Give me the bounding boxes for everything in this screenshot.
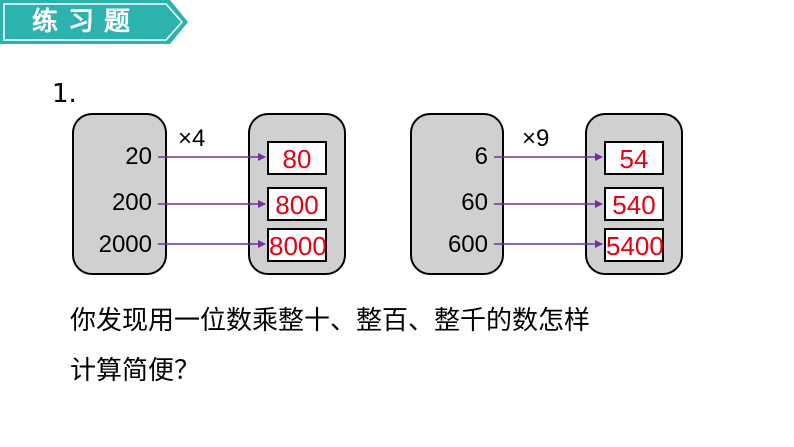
question-line-2: 计算简便？: [70, 356, 201, 386]
input-value: 2000: [98, 231, 152, 258]
input-value: 20: [125, 143, 152, 170]
input-value: 6: [474, 143, 488, 170]
input-capsule-2: [410, 113, 504, 275]
question-number: 1.: [52, 79, 77, 109]
answer-box: 80: [267, 141, 327, 175]
question-line-1: 你发现用一位数乘整十、整百、整千的数怎样: [70, 306, 591, 336]
answer-box: 8000: [267, 228, 327, 262]
section-banner: 练习题: [0, 0, 190, 44]
question-text: 你发现用一位数乘整十、整百、整千的数怎样 计算简便？: [70, 296, 750, 396]
banner-shape: [0, 0, 188, 44]
operator-label-1: ×4: [178, 125, 206, 152]
input-value: 200: [111, 189, 152, 216]
operator-label-2: ×9: [522, 125, 550, 152]
input-value: 600: [447, 231, 488, 258]
input-value: 60: [461, 189, 488, 216]
answer-box: 800: [267, 187, 327, 221]
input-capsule-1: [72, 113, 167, 275]
answer-box: 540: [604, 187, 664, 221]
answer-box: 54: [604, 141, 664, 175]
answer-box: 5400: [604, 228, 664, 262]
page-title: 练习题: [32, 7, 141, 37]
